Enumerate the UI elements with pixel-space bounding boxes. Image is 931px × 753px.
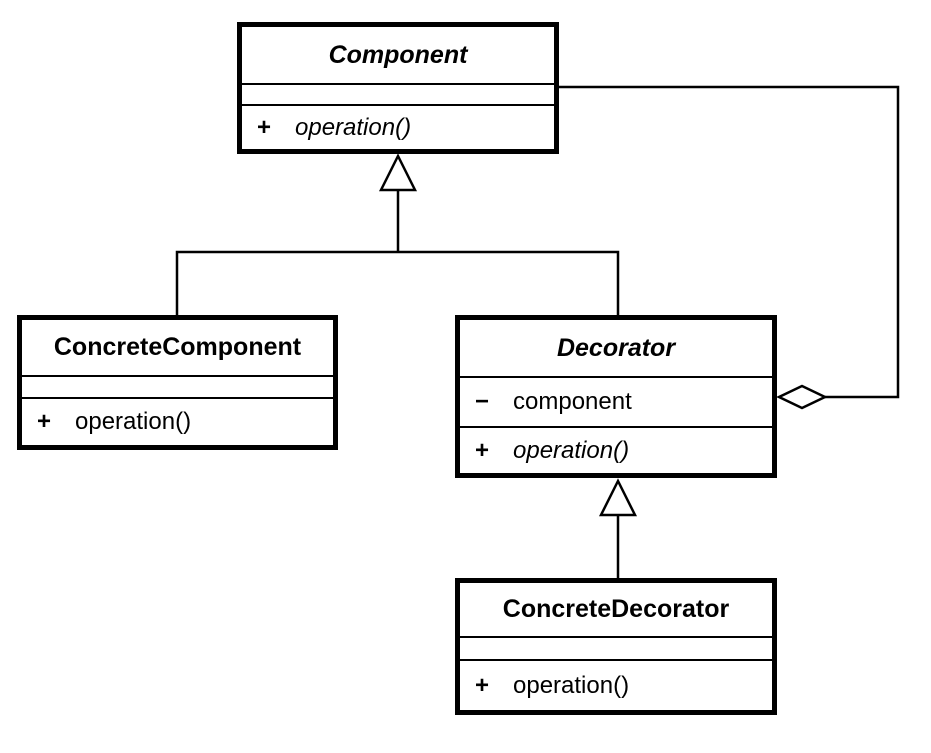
visibility-marker: + — [257, 113, 272, 141]
method-name: operation() — [295, 113, 412, 141]
class-box-concrete-component: ConcreteComponent + operation() — [17, 315, 338, 450]
aggregation-diamond-icon — [776, 384, 828, 410]
inheritance-arrowhead-component-icon — [378, 153, 418, 192]
class-box-decorator: Decorator − component + operation() — [455, 315, 777, 478]
attribute-name: component — [513, 388, 632, 415]
class-name-concrete-component: ConcreteComponent — [53, 333, 302, 361]
methods-compartment-decorator: + operation() — [460, 426, 772, 473]
attributes-compartment-concrete-component — [22, 375, 333, 397]
method-name: operation() — [75, 408, 192, 435]
attributes-compartment-component — [242, 83, 554, 104]
inheritance-arrowhead-decorator-icon — [598, 478, 638, 517]
methods-compartment-concrete-component: + operation() — [22, 397, 333, 445]
method-row: + operation() — [22, 408, 191, 436]
visibility-marker: − — [475, 388, 490, 415]
class-box-component: Component + operation() — [237, 22, 559, 154]
aggregation-line — [559, 85, 900, 399]
generalization-branch-line — [175, 250, 620, 315]
attributes-compartment-decorator: − component — [460, 376, 772, 426]
attribute-row: − component — [460, 388, 632, 416]
method-row: + operation() — [460, 672, 629, 700]
methods-compartment-concrete-decorator: + operation() — [460, 659, 772, 710]
class-name-decorator: Decorator — [556, 333, 676, 362]
method-name: operation() — [513, 671, 630, 699]
method-name: operation() — [513, 436, 630, 464]
class-name-component: Component — [328, 40, 468, 69]
class-box-concrete-decorator: ConcreteDecorator + operation() — [455, 578, 777, 715]
visibility-marker: + — [475, 436, 490, 464]
class-name-concrete-decorator: ConcreteDecorator — [502, 595, 730, 623]
visibility-marker: + — [475, 671, 490, 699]
methods-compartment-component: + operation() — [242, 104, 554, 149]
method-row: + operation() — [460, 437, 629, 465]
visibility-marker: + — [37, 408, 52, 435]
attributes-compartment-concrete-decorator — [460, 636, 772, 659]
method-row: + operation() — [242, 114, 411, 142]
